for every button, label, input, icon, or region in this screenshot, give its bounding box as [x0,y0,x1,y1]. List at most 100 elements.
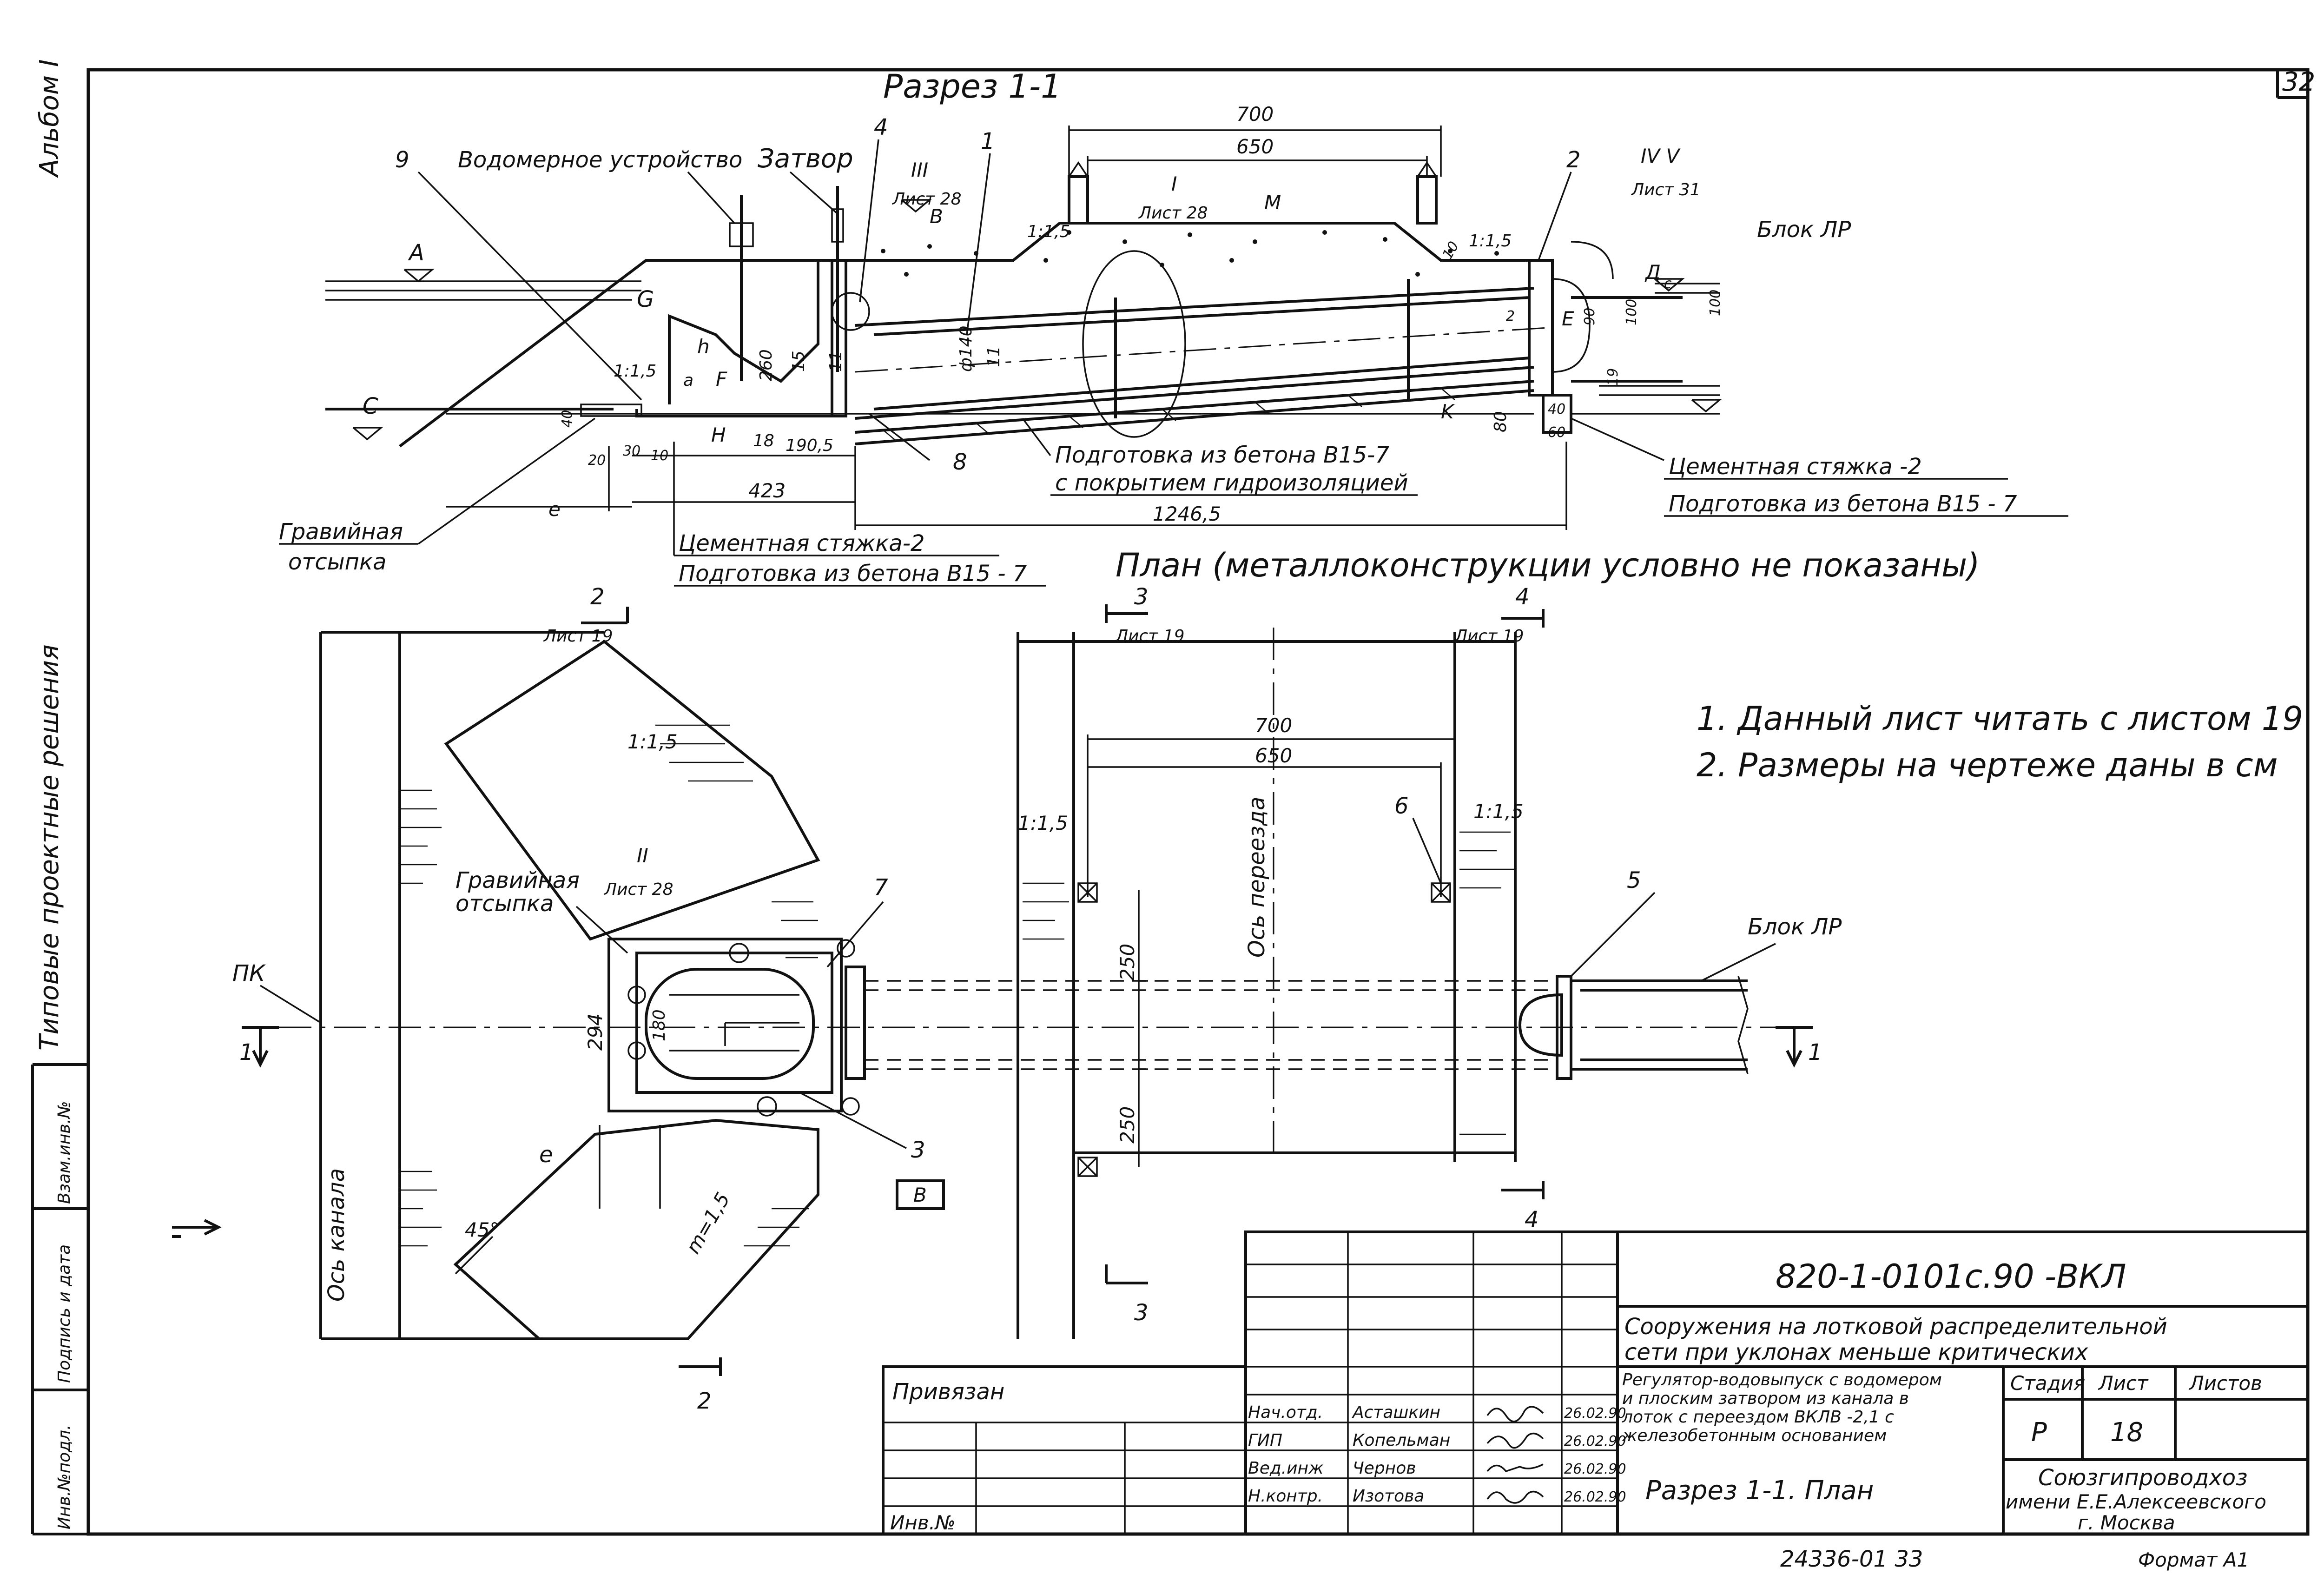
level-A: A [408,240,424,266]
dim-e-section: e [548,498,561,521]
plan-label-gravel-2: отсыпка [456,891,554,917]
plan-cut-3-top: 3 [1134,584,1149,610]
tb-role-3: Вед.инж [1248,1459,1324,1478]
tb-sheet-title-2: и плоским затвором из канала в [1622,1389,1909,1408]
tb-date-1: 26.02.90 [1564,1405,1626,1422]
level-M: M [1264,191,1281,214]
plan-dim-250-a: 250 [1116,944,1139,981]
plan-cut-2-top: 2 [590,584,605,610]
ref-I: I [1171,172,1177,195]
tb-name-2: Копельман [1353,1431,1450,1450]
dim-19: 19 [1605,368,1621,386]
label-block-section: Блок ЛР [1757,217,1851,243]
tb-org-2: имени Е.Е.Алексеевского [2006,1490,2266,1513]
label-prep-mid-2: с покрытием гидроизоляцией [1055,470,1408,496]
sheet-number: 32 [2282,67,2315,97]
plan-cut-1-left: 1 [239,1039,254,1065]
plan-cut-4-top: 4 [1515,584,1530,610]
plan-dim-294: 294 [584,1013,607,1051]
dim-pipe-diameter: ф140 [957,326,976,372]
level-D: Д [1644,261,1661,284]
level-G: G [637,286,654,312]
dim-190-5: 190,5 [786,436,833,455]
plan-cut-2-bottom: 2 [697,1388,712,1414]
plan-label-block: Блок ЛР [1748,914,1842,940]
label-prep-left: Подготовка из бетона В15 - 7 [679,561,1027,587]
dim-1246-5: 1246,5 [1153,503,1221,525]
dim-40: 40 [559,410,575,428]
slope-left: 1:1,5 [1027,222,1070,241]
plan-ref-II: II [637,844,648,867]
plan-box-b: В [913,1184,927,1206]
level-E: E [1562,307,1574,330]
level-C: C [363,393,378,419]
plan-cut-3-bottom: 3 [1134,1300,1149,1326]
plan-drawing [172,604,1813,1376]
level-B: B [930,205,943,228]
ref-IV-V-sheet: Лист 31 [1631,180,1700,199]
plan-cut-3-top-sheet: Лист 19 [1115,627,1184,646]
dim-100-b: 100 [1707,290,1723,316]
level-K: K [1441,400,1455,423]
level-F: F [716,368,727,390]
dim-40-right: 40 [1548,401,1565,417]
plan-axis-canal: Ось канала [324,1168,350,1302]
label-cement-left: Цементная стяжка-2 [679,530,925,556]
label-prep-mid: Подготовка из бетона В15-7 [1055,442,1389,468]
dim-90: 90 [1582,308,1598,325]
dim-15: 15 [789,351,808,372]
plan-dim-e: e [539,1142,553,1168]
plan-dim-700: 700 [1255,714,1292,737]
tb-date-4: 26.02.90 [1564,1489,1626,1505]
callout-9: 9 [395,147,409,173]
dim-80: 80 [1491,411,1510,432]
note-2: 2. Размеры на чертеже даны в см [1697,746,2278,784]
tb-role-1: Нач.отд. [1248,1403,1323,1422]
plan-slope-1: 1:1,5 [627,730,678,753]
ref-III-sheet: Лист 28 [891,190,961,209]
dim-60: 60 [1548,424,1565,441]
tb-privyazan: Привязан [892,1379,1004,1405]
tb-date-3: 26.02.90 [1564,1461,1626,1477]
tb-stage-head: Стадия [2010,1372,2085,1395]
tb-project-2: сети при уклонах меньше критических [1624,1339,2088,1365]
callout-8: 8 [953,449,967,475]
tb-sheet-title-4: железобетонным основанием [1622,1426,1887,1445]
label-cement-right: Цементная стяжка -2 [1669,454,1922,480]
plan-cut-4-bottom: 4 [1525,1207,1539,1233]
dim-11a: 11 [826,351,845,372]
dim-18: 18 [753,431,774,450]
plan-dim-650: 650 [1255,744,1292,767]
footer-format: Формат А1 [2138,1548,2249,1571]
tb-sheets-head: Листов [2188,1372,2262,1395]
plan-callout-3: 3 [911,1137,925,1163]
level-H: H [711,423,726,446]
dim-a: a [683,371,693,390]
tb-org-3: г. Москва [2078,1511,2175,1534]
footer-code: 24336-01 33 [1780,1546,1923,1572]
dim-260: 260 [757,349,776,381]
callout-1: 1 [981,128,995,154]
plan-axis-crossing: Ось переезда [1244,797,1270,958]
tb-name-4: Изотова [1353,1487,1424,1506]
section-drawing [325,126,1722,530]
plan-slope-3: 1:1,5 [1473,800,1524,823]
plan-cut-4-top-sheet: Лист 19 [1454,627,1524,646]
plan-ref-II-sheet: Лист 28 [603,880,673,899]
stamp-signature-date: Подпись и дата [55,1244,74,1383]
dim-423: 423 [748,479,786,502]
album-label: Альбом I [34,60,65,178]
tb-project-1: Сооружения на лотковой распределительной [1624,1314,2167,1340]
series-label: Типовые проектные решения [34,644,65,1051]
plan-cut-1-right: 1 [1808,1039,1822,1065]
tb-name-1: Асташкин [1352,1403,1440,1422]
label-gate: Затвор [758,144,853,174]
plan-label-gravel-1: Гравийная [456,867,580,893]
tb-drawing-name: Разрез 1-1. План [1645,1475,1874,1506]
tb-code: 820-1-0101с.90 -ВКЛ [1776,1257,2126,1296]
title-block [882,1230,2309,1535]
plan-title: План (металлоконструкции условно не пока… [1116,546,1980,584]
plan-dim-250-b: 250 [1116,1106,1139,1144]
plan-callout-5: 5 [1627,867,1641,893]
label-prep-right: Подготовка из бетона В15 - 7 [1669,491,2017,517]
